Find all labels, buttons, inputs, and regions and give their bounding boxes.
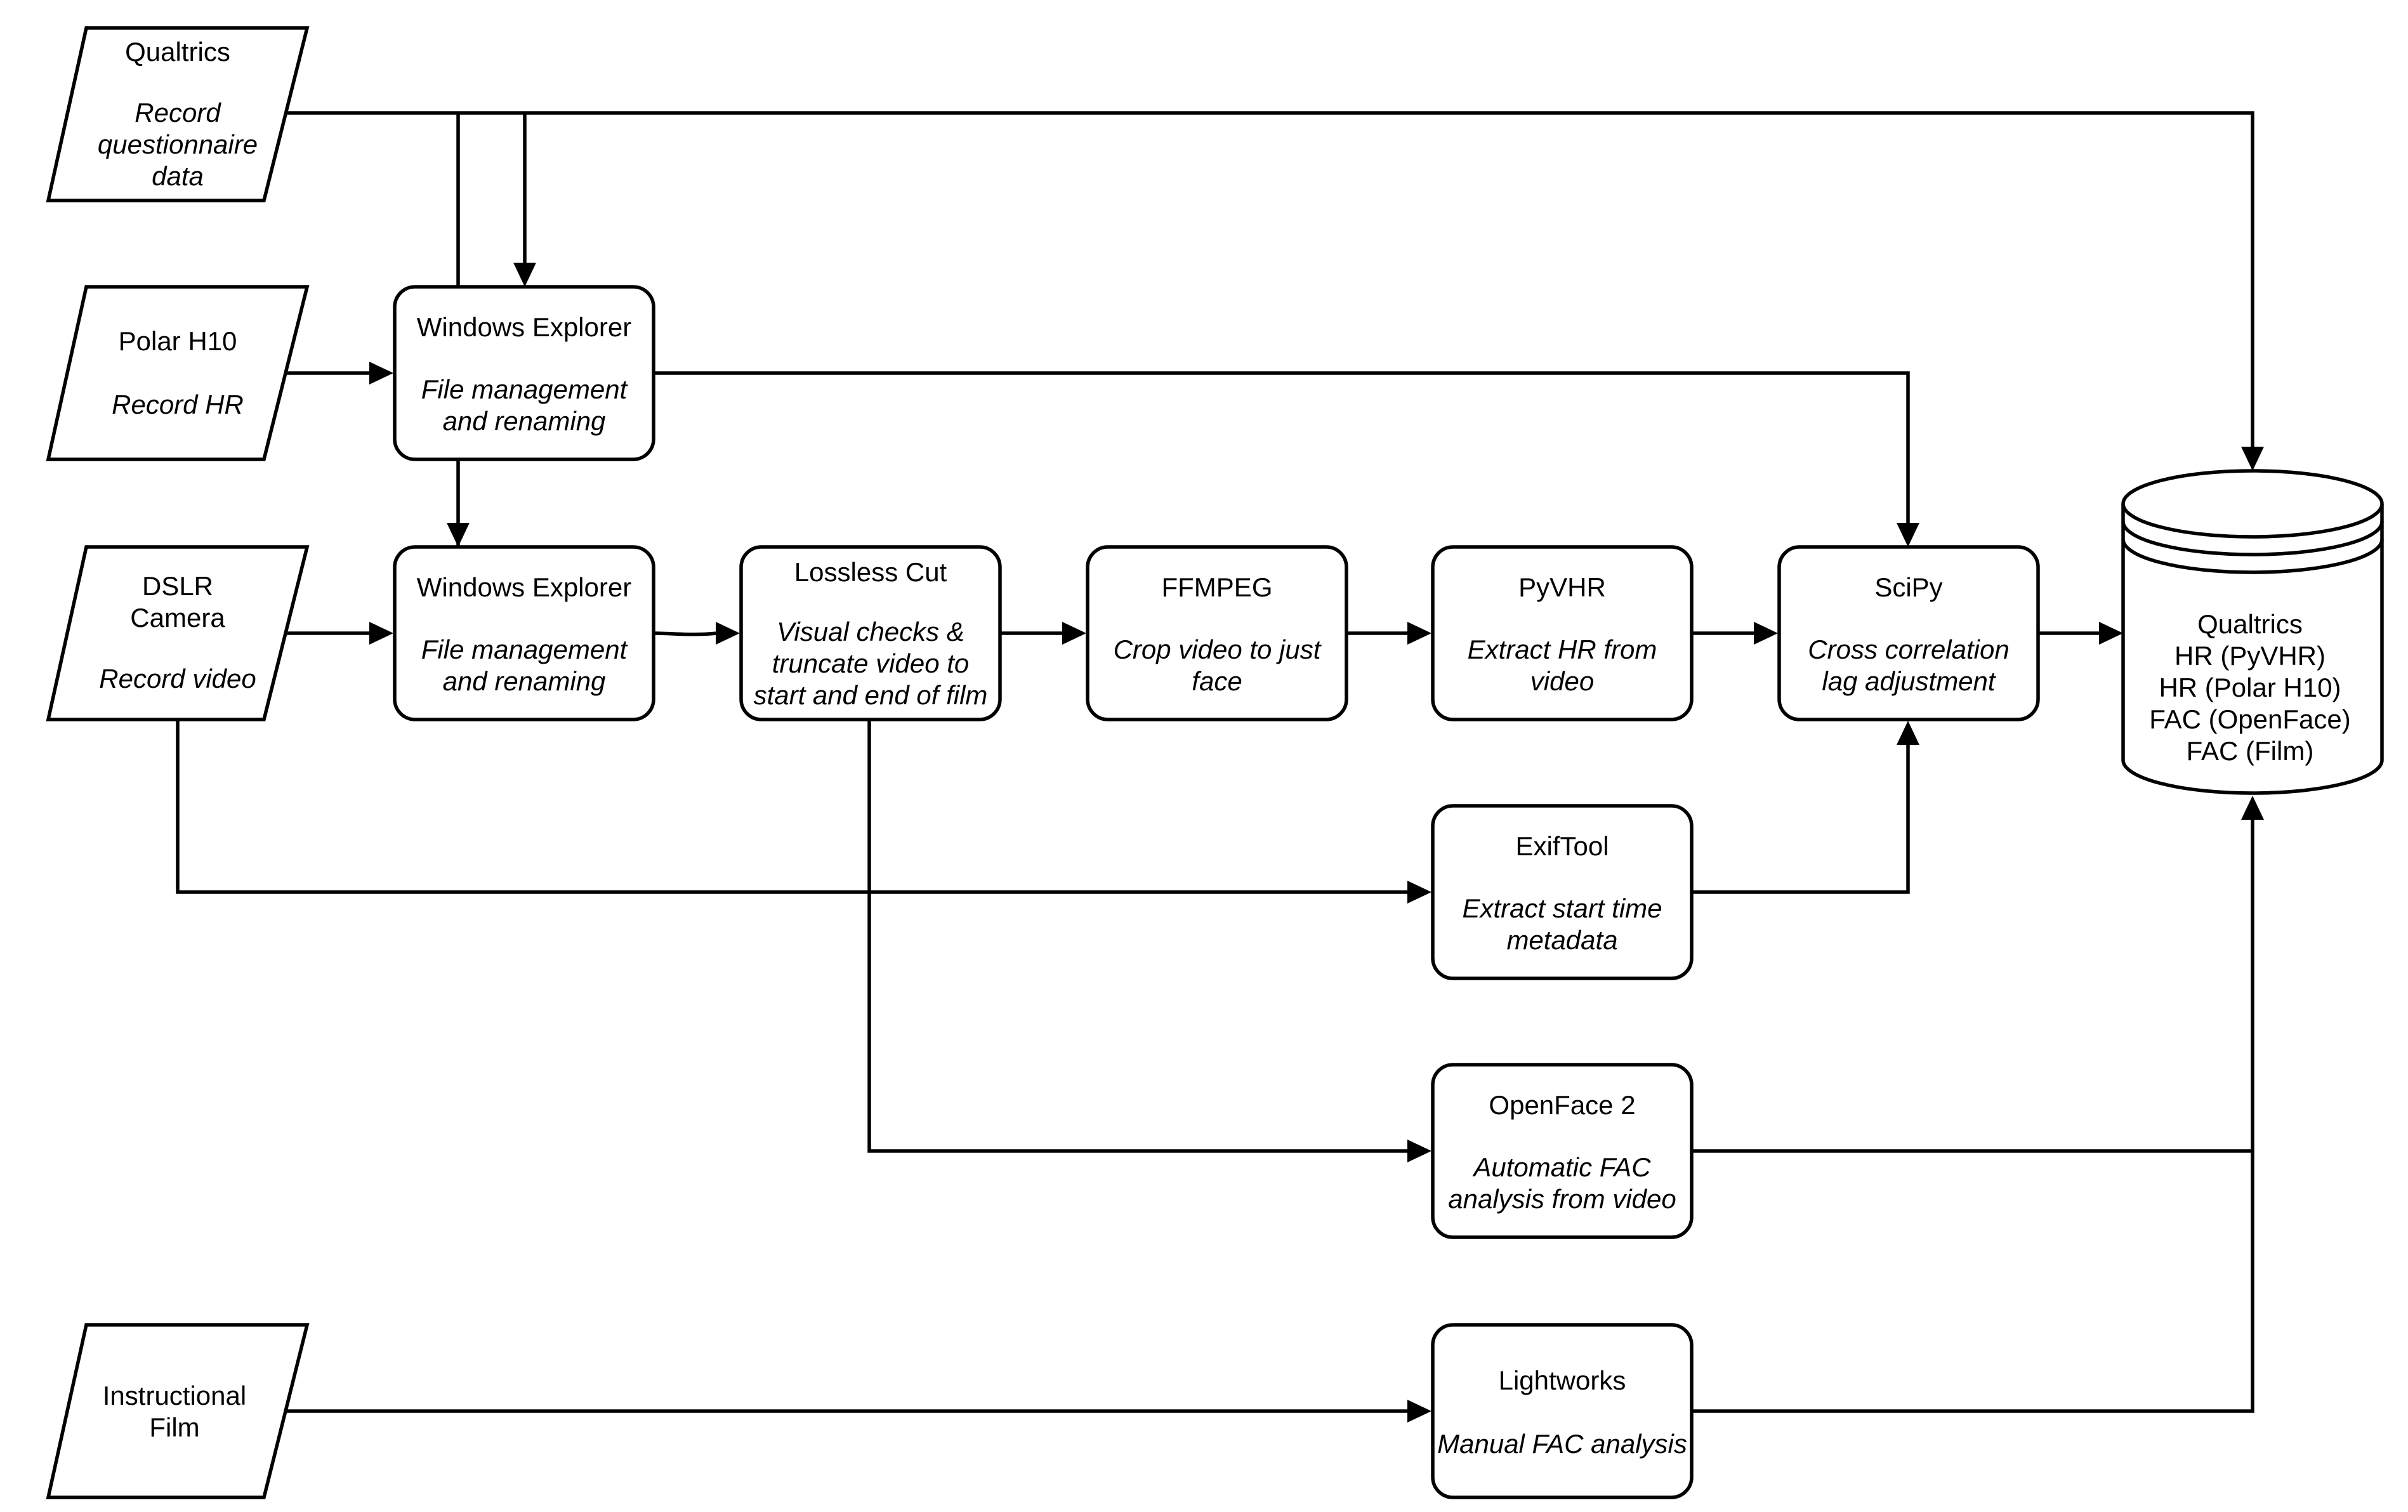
- process-pyvhr: PyVHR Extract HR from video: [1431, 545, 1694, 721]
- process-scipy: SciPy Cross correlation lag adjustment: [1777, 545, 2040, 721]
- datastore-line-1: Qualtrics: [2197, 609, 2303, 639]
- parallelogram-qualtrics: [46, 26, 310, 202]
- process-lightworks: Lightworks Manual FAC analysis: [1431, 1323, 1694, 1499]
- input-dslr-title-2: Camera: [130, 603, 225, 633]
- ffmpeg-title: FFMPEG: [1162, 572, 1273, 602]
- box-scipy: [1777, 545, 2040, 721]
- input-qualtrics: Qualtrics Record questionnaire data: [46, 26, 310, 202]
- datastore-line-2: HR (PyVHR): [2174, 641, 2326, 671]
- input-qualtrics-title: Qualtrics: [125, 37, 230, 67]
- explorer2-title: Windows Explorer: [417, 572, 631, 602]
- arrowhead-scipy-datastore: [2099, 622, 2123, 645]
- input-polar-h10: Polar H10 Record HR: [46, 285, 310, 461]
- box-openface: [1431, 1063, 1694, 1239]
- ffmpeg-desc-1: Crop video to just: [1114, 634, 1322, 664]
- parallelogram-dslr: [46, 545, 310, 721]
- arrowhead-pyvhr-scipy: [1754, 622, 1778, 645]
- box-exiftool: [1431, 804, 1694, 980]
- arrowhead-polar-explorer1: [369, 362, 393, 385]
- datastore-line-5: FAC (Film): [2187, 736, 2314, 766]
- pyvhr-title: PyVHR: [1518, 572, 1606, 602]
- process-openface: OpenFace 2 Automatic FAC analysis from v…: [1431, 1063, 1694, 1239]
- box-explorer1: [393, 285, 655, 461]
- input-film-title-1: Instructional: [103, 1381, 246, 1410]
- arrowhead-losslesscut-openface: [1407, 1140, 1431, 1162]
- box-pyvhr: [1431, 545, 1694, 721]
- cylinder-body: [2121, 504, 2384, 795]
- parallelogram-polar: [46, 285, 310, 461]
- scipy-desc-1: Cross correlation: [1808, 634, 2009, 664]
- lightworks-title: Lightworks: [1499, 1365, 1626, 1395]
- exiftool-desc-2: metadata: [1506, 925, 1617, 955]
- input-dslr-title-1: DSLR: [142, 571, 213, 601]
- input-qualtrics-desc-2: questionnaire: [98, 129, 258, 159]
- input-film-title-2: Film: [149, 1412, 199, 1442]
- process-lossless-cut: Lossless Cut Visual checks & truncate vi…: [739, 545, 1002, 721]
- box-lightworks: [1431, 1323, 1694, 1499]
- arrowhead-fac-datastore: [2241, 796, 2264, 820]
- pyvhr-desc-1: Extract HR from: [1468, 634, 1657, 664]
- lightworks-desc: Manual FAC analysis: [1437, 1429, 1687, 1459]
- datastore-cylinder: Qualtrics HR (PyVHR) HR (Polar H10) FAC …: [2121, 469, 2384, 795]
- scipy-title: SciPy: [1874, 572, 1942, 602]
- input-polar-title: Polar H10: [119, 326, 237, 356]
- edge-exiftool-to-scipy: [1692, 742, 1910, 894]
- openface-title: OpenFace 2: [1489, 1090, 1635, 1120]
- edge-explorer1-to-scipy: [654, 371, 1910, 527]
- arrowhead-ffmpeg-pyvhr: [1407, 622, 1431, 645]
- connectors: [176, 111, 2264, 1423]
- process-windows-explorer-1: Windows Explorer File management and ren…: [393, 285, 655, 461]
- edge-qualtrics-to-datastore: [286, 111, 2254, 452]
- box-explorer2: [393, 545, 655, 721]
- openface-desc-1: Automatic FAC: [1471, 1152, 1651, 1182]
- input-dslr-camera: DSLR Camera Record video: [46, 545, 310, 721]
- arrowhead-qualtrics-explorer1: [513, 263, 536, 287]
- input-polar-desc: Record HR: [112, 390, 244, 419]
- parallelogram-film: [46, 1323, 310, 1499]
- process-ffmpeg: FFMPEG Crop video to just face: [1086, 545, 1348, 721]
- edge-losslesscut-to-openface: [867, 720, 1409, 1153]
- explorer1-desc-2: and renaming: [443, 406, 606, 436]
- edge-lightworks-to-datastore: [1692, 818, 2254, 1413]
- explorer2-desc-1: File management: [421, 634, 629, 664]
- arrowhead-film-lightworks: [1407, 1400, 1431, 1423]
- losslesscut-desc-3: start and end of film: [754, 680, 988, 710]
- datastore-line-4: FAC (OpenFace): [2149, 704, 2350, 734]
- exiftool-desc-1: Extract start time: [1462, 893, 1662, 923]
- input-qualtrics-desc-3: data: [152, 161, 204, 191]
- pyvhr-desc-2: video: [1530, 666, 1594, 696]
- cylinder-ring-1: [2121, 521, 2384, 556]
- losslesscut-desc-2: truncate video to: [772, 648, 970, 678]
- ffmpeg-desc-2: face: [1192, 666, 1242, 696]
- input-instructional-film: Instructional Film: [46, 1323, 310, 1499]
- arrowhead-explorer2-losslesscut: [716, 622, 740, 645]
- exiftool-title: ExifTool: [1515, 831, 1609, 861]
- explorer2-desc-2: and renaming: [443, 666, 606, 696]
- arrowhead-exiftool-scipy: [1897, 721, 1919, 745]
- explorer1-desc-1: File management: [421, 374, 629, 404]
- arrowhead-losslesscut-ffmpeg: [1062, 622, 1086, 645]
- arrowhead-explorer1-scipy: [1897, 523, 1919, 547]
- arrowhead-dslr-exiftool: [1407, 881, 1431, 904]
- arrowhead-qualtrics-datastore: [2241, 447, 2264, 471]
- openface-desc-2: analysis from video: [1448, 1184, 1676, 1214]
- box-ffmpeg: [1086, 545, 1348, 721]
- edge-explorer2-to-losslesscut: [653, 631, 718, 636]
- input-qualtrics-desc-1: Record: [135, 98, 221, 128]
- arrowhead-dslr-explorer2: [369, 622, 393, 645]
- losslesscut-title: Lossless Cut: [794, 557, 947, 587]
- input-dslr-desc: Record video: [99, 664, 256, 694]
- edge-dslr-to-exiftool: [176, 720, 1409, 894]
- process-windows-explorer-2: Windows Explorer File management and ren…: [393, 545, 655, 721]
- explorer1-title: Windows Explorer: [417, 312, 631, 342]
- scipy-desc-2: lag adjustment: [1822, 666, 1996, 696]
- process-exiftool: ExifTool Extract start time metadata: [1431, 804, 1694, 980]
- cylinder-ring-2: [2121, 539, 2384, 574]
- arrowhead-qualtrics-explorer2: [447, 523, 470, 547]
- datastore-line-3: HR (Polar H10): [2159, 673, 2341, 702]
- box-losslesscut: [739, 545, 1002, 721]
- cylinder-top: [2121, 469, 2384, 539]
- losslesscut-desc-1: Visual checks &: [777, 617, 964, 647]
